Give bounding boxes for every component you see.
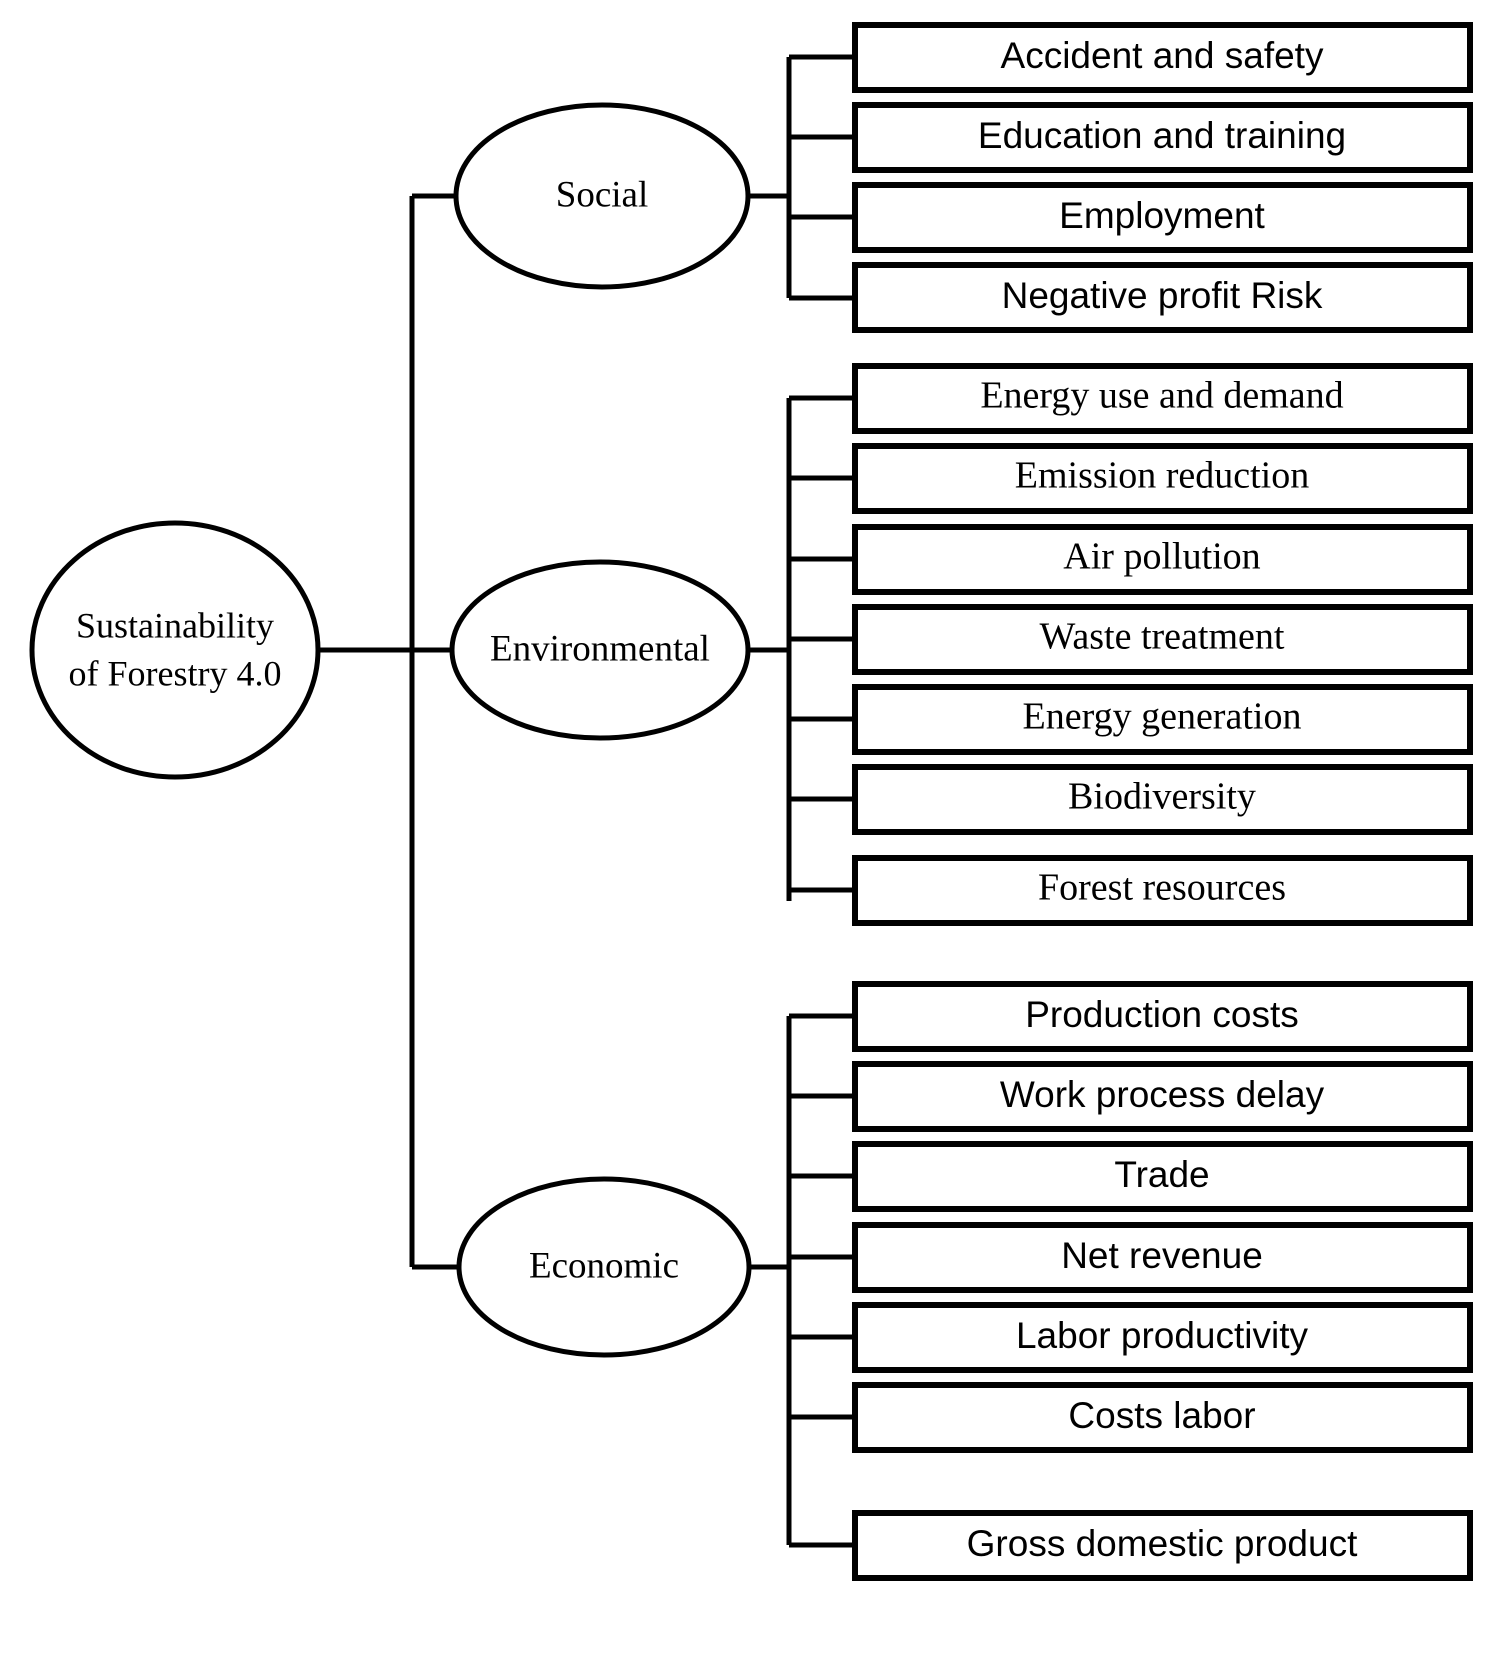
leaf-box-rect (852, 102, 1473, 173)
leaf-box-label: Work process delay (1000, 1074, 1325, 1115)
branch-environmental: Environmental Energy use and demand Emis… (449, 363, 1473, 926)
environmental-leaf-box-1[interactable]: Emission reduction (852, 443, 1473, 514)
leaf-box-rect (852, 1141, 1473, 1212)
environmental-leaf-box-5[interactable]: Biodiversity (852, 764, 1473, 835)
node-environmental[interactable]: Environmental (449, 559, 751, 741)
leaf-box-rect (852, 443, 1473, 514)
leaf-box-label: Biodiversity (1068, 776, 1256, 818)
leaf-box-rect (852, 764, 1473, 835)
economic-bracket-connectors (749, 1013, 855, 1548)
social-leaf-box-1[interactable]: Education and training (852, 102, 1473, 173)
leaf-box-rect (852, 262, 1473, 333)
leaf-box-label: Gross domestic product (967, 1523, 1358, 1564)
economic-leaf-box-0[interactable]: Production costs (852, 981, 1473, 1052)
leaf-box-rect (852, 1382, 1473, 1453)
social-leaf-box-2[interactable]: Employment (852, 182, 1473, 253)
environmental-leaf-box-0[interactable]: Energy use and demand (852, 363, 1473, 434)
leaf-box-label: Education and training (978, 115, 1346, 156)
leaf-box-label: Emission reduction (1015, 455, 1309, 497)
environmental-leaf-box-4[interactable]: Energy generation (852, 684, 1473, 755)
leaf-box-label: Employment (1059, 195, 1265, 236)
economic-leaf-box-4[interactable]: Labor productivity (852, 1302, 1473, 1373)
economic-leaf-box-2[interactable]: Trade (852, 1141, 1473, 1212)
leaf-box-rect (852, 604, 1473, 675)
economic-leaf-box-5[interactable]: Costs labor (852, 1382, 1473, 1453)
leaf-box-label: Forest resources (1038, 867, 1286, 909)
leaf-box-rect (852, 1302, 1473, 1373)
node-root[interactable]: Sustainability of Forestry 4.0 (29, 520, 321, 780)
social-label: Social (556, 174, 648, 215)
leaf-box-rect (852, 1222, 1473, 1293)
environmental-leaf-box-6[interactable]: Forest resources (852, 855, 1473, 926)
environmental-label: Environmental (490, 628, 710, 669)
social-leaf-box-0[interactable]: Accident and safety (852, 22, 1473, 93)
economic-label: Economic (529, 1245, 679, 1286)
leaf-box-label: Production costs (1025, 994, 1299, 1035)
leaf-box-rect (852, 1061, 1473, 1132)
leaf-box-rect (852, 981, 1473, 1052)
root-circle (29, 520, 321, 780)
social-leaf-box-3[interactable]: Negative profit Risk (852, 262, 1473, 333)
economic-leaf-box-1[interactable]: Work process delay (852, 1061, 1473, 1132)
environmental-leaf-box-3[interactable]: Waste treatment (852, 604, 1473, 675)
node-social[interactable]: Social (453, 102, 751, 290)
environmental-bracket-connectors (748, 395, 855, 901)
branch-economic: Economic Production costs Work process d… (456, 981, 1473, 1581)
leaf-box-label: Accident and safety (1001, 35, 1324, 76)
trunk-connectors (318, 193, 466, 1270)
leaf-box-label: Net revenue (1061, 1235, 1263, 1276)
leaf-box-label: Labor productivity (1016, 1315, 1309, 1356)
leaf-box-rect (852, 524, 1473, 595)
leaf-box-rect (852, 1510, 1473, 1581)
leaf-box-label: Energy use and demand (980, 375, 1343, 417)
economic-leaf-box-3[interactable]: Net revenue (852, 1222, 1473, 1293)
leaf-box-rect (852, 363, 1473, 434)
leaf-box-rect (852, 684, 1473, 755)
leaf-box-rect (852, 22, 1473, 93)
leaf-box-label: Negative profit Risk (1002, 275, 1323, 316)
root-label-line1: Sustainability (76, 605, 274, 645)
leaf-box-label: Trade (1114, 1154, 1209, 1195)
leaf-box-rect (852, 855, 1473, 926)
leaf-box-label: Waste treatment (1040, 616, 1285, 658)
leaf-box-label: Energy generation (1023, 696, 1302, 738)
root-label-line2: of Forestry 4.0 (69, 653, 282, 693)
branch-social: Social Accident and safety Education and (453, 22, 1473, 333)
node-economic[interactable]: Economic (456, 1176, 752, 1358)
leaf-box-rect (852, 182, 1473, 253)
economic-leaf-box-6[interactable]: Gross domestic product (852, 1510, 1473, 1581)
environmental-leaf-box-2[interactable]: Air pollution (852, 524, 1473, 595)
social-bracket-connectors (748, 54, 855, 301)
leaf-box-label: Costs labor (1068, 1395, 1255, 1436)
leaf-box-label: Air pollution (1063, 536, 1260, 578)
